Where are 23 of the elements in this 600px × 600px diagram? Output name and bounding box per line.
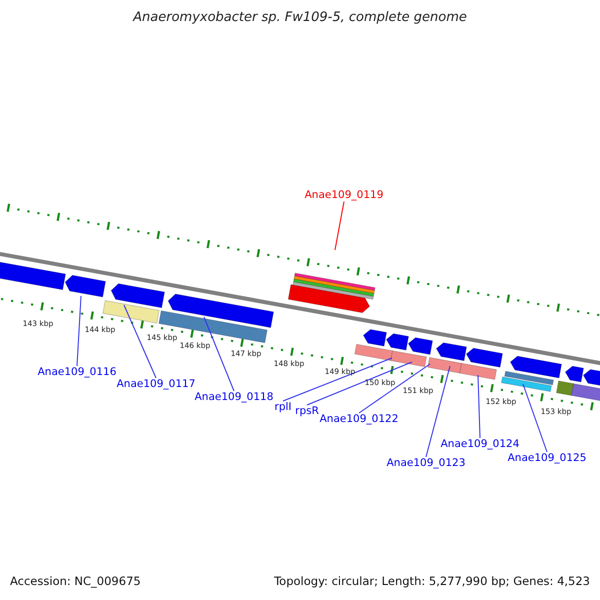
footer-text: Topology: circular; Length: 5,277,990 bp; Genes: 4,523 [274, 576, 590, 588]
gene-label: Anae109_0122 [320, 414, 398, 424]
leader-line [522, 384, 548, 452]
title: Anaeromyxobacter sp. Fw109-5, complete genome [133, 11, 467, 24]
leader-line [478, 374, 480, 438]
gene-label: Anae109_0123 [386, 458, 466, 468]
gene-label: Anae109_0118 [194, 392, 274, 402]
gene-label: Anae109_0117 [116, 379, 196, 390]
leader-line [334, 201, 344, 250]
leader-line [426, 366, 450, 458]
gene-label: rpsR [295, 406, 319, 416]
gene-label: Anae109_0119 [304, 190, 384, 200]
gene-label: Anae109_0125 [508, 453, 586, 464]
leader-line [76, 296, 82, 366]
gene-label: rplI [274, 402, 292, 412]
leader-line [204, 316, 234, 392]
gene-label: Anae109_0124 [440, 439, 520, 450]
leader-line [306, 362, 412, 406]
gene-label: Anae109_0116 [38, 367, 116, 378]
leader-line [358, 364, 430, 414]
footer-text: Accession: NC_009675 [10, 576, 141, 588]
leader-line [124, 304, 156, 378]
leader-line [282, 358, 392, 402]
